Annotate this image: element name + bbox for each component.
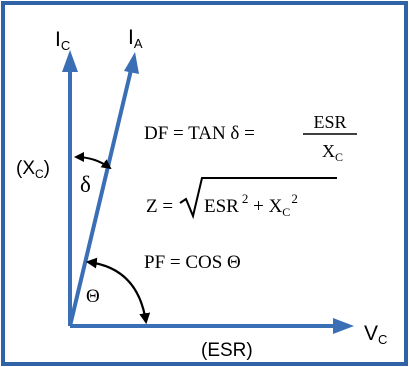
delta-angle-arc <box>74 152 112 170</box>
ia-vector <box>68 69 133 327</box>
vc-arrowhead <box>333 318 354 334</box>
z-formula-lhs: Z = <box>146 196 173 217</box>
xc-label: (XC) <box>16 158 50 181</box>
theta-angle-arc <box>85 257 151 325</box>
z-sqrt-sign <box>179 177 337 220</box>
df-numerator: ESR <box>313 112 346 132</box>
esr-axis-label: (ESR) <box>201 340 253 361</box>
delta-symbol: δ <box>80 172 91 197</box>
theta-symbol: Θ <box>86 286 100 307</box>
ia-label: IA <box>128 26 143 51</box>
ic-label: IC <box>55 28 70 53</box>
df-denominator: XC <box>322 141 343 164</box>
ia-arrowhead <box>124 52 139 74</box>
pf-formula: PF = COS Θ <box>144 252 241 273</box>
df-formula-lhs: DF = TAN δ = <box>144 123 255 144</box>
vc-label: VC <box>364 322 387 347</box>
ic-arrowhead <box>62 50 78 72</box>
